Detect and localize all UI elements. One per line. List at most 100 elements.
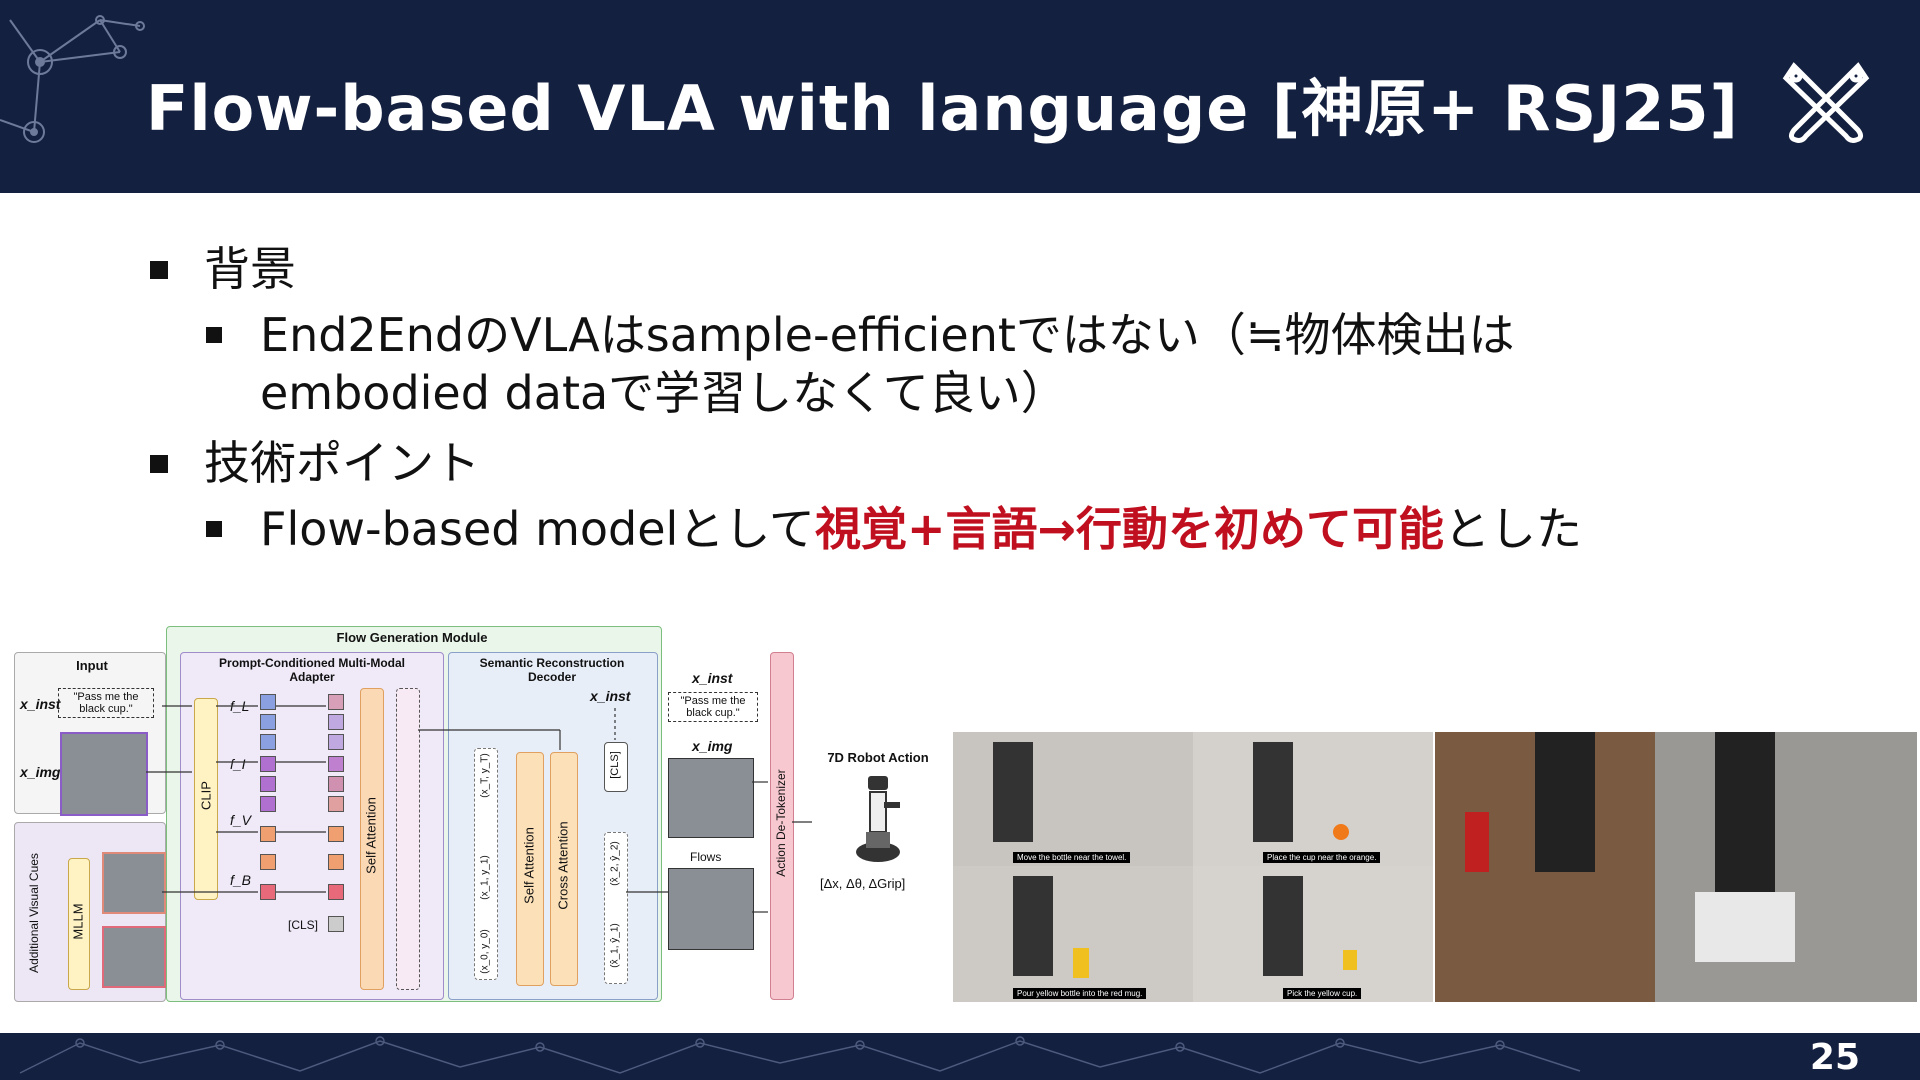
demo-photo-2: Place the cup near the orange. — [1193, 732, 1433, 866]
mllm-label: MLLM — [70, 903, 86, 940]
bullet-marker-icon — [206, 521, 222, 537]
decoder-self-attention-label: Self Attention — [521, 827, 537, 904]
robot-action-label: 7D Robot Action — [827, 750, 929, 765]
token-x2y2: (x̂_2, ŷ_2) — [609, 841, 621, 886]
basket-shape — [1695, 892, 1795, 962]
f-l-label: f_L — [230, 698, 250, 714]
token-x0y0: (x_0, y_0) — [479, 929, 491, 974]
robot-shape — [993, 742, 1033, 842]
demo-caption-2: Place the cup near the orange. — [1263, 852, 1381, 863]
token-cell — [328, 854, 344, 870]
mllm-block — [68, 858, 90, 990]
decoder-self-attention — [516, 752, 544, 986]
sub-bullet-background-line1: End2EndのVLAはsample-efficientではない（≒物体検出は — [260, 308, 1515, 362]
bullet-background: 背景 — [204, 242, 296, 296]
robot-demo-photos: Move the bottle near the towel. Place th… — [953, 732, 1917, 1002]
yellow-bottle — [1073, 948, 1089, 978]
token-cell — [328, 796, 344, 812]
bullet-technical-points: 技術ポイント — [204, 436, 480, 490]
right-input-image — [668, 758, 754, 838]
f-i-label: f_I — [230, 756, 246, 772]
point-text-highlight: 視覚+言語→行動を初めて可能 — [814, 502, 1445, 556]
orange-object — [1333, 824, 1349, 840]
decoder-cross-attention-label: Cross Attention — [555, 821, 571, 910]
slide-header: Flow-based VLA with language [神原+ RSJ25] — [0, 0, 1920, 193]
instruction-text: "Pass me the black cup." — [58, 688, 154, 718]
right-instruction-text: "Pass me the black cup." — [668, 692, 758, 722]
adapter-output-tokens — [396, 688, 420, 990]
robot-shape — [1013, 876, 1053, 976]
token-cell — [328, 734, 344, 750]
action-de-tokenizer — [770, 652, 794, 1000]
network-decoration-icon — [19, 1036, 1581, 1074]
slide-title: Flow-based VLA with language [神原+ RSJ25] — [146, 72, 1739, 145]
token-cell — [328, 714, 344, 730]
clip-block — [194, 698, 218, 900]
token-cell — [328, 694, 344, 710]
point-text-pre: Flow-based modelとして — [260, 502, 815, 556]
flows-image — [668, 868, 754, 950]
token-cell — [328, 756, 344, 772]
robot-shape — [1253, 742, 1293, 842]
token-cell — [260, 884, 276, 900]
yellow-cup — [1343, 950, 1357, 970]
demo-caption-4: Pick the yellow cup. — [1283, 988, 1362, 999]
slide-footer: 25 — [0, 1033, 1920, 1080]
sub-bullet-technical-point: Flow-based modelとして視覚+言語→行動を初めて可能とした — [260, 493, 1582, 559]
decoder-cls-token — [604, 742, 628, 792]
f-b-label: f_B — [230, 872, 252, 888]
token-cell — [328, 826, 344, 842]
self-attention-label: Self Attention — [363, 797, 379, 874]
action-variables: [Δx, Δθ, ΔGrip] — [820, 876, 906, 891]
input-trajectory-tokens — [474, 748, 498, 980]
robot-shape — [1263, 876, 1303, 976]
token-cell — [260, 694, 276, 710]
demo-caption-3: Pour yellow bottle into the red mug. — [1013, 988, 1147, 999]
right-x-inst-label: x_inst — [692, 670, 733, 686]
bullet-marker-icon — [206, 327, 222, 343]
input-image — [60, 732, 148, 816]
flows-label: Flows — [690, 850, 722, 864]
crossed-tools-logo-icon — [1782, 62, 1870, 143]
demo-photo-3: Pour yellow bottle into the red mug. — [953, 866, 1193, 1002]
architecture-figure: Flow Generation Module Input x_inst "Pas… — [12, 622, 952, 1008]
token-cell — [260, 776, 276, 792]
token-x1y1-hat: (x̂_1, ŷ_1) — [609, 923, 621, 968]
token-cell — [260, 826, 276, 842]
demo-caption-1: Move the bottle near the towel. — [1013, 852, 1131, 863]
x-inst-label: x_inst — [20, 696, 61, 712]
token-cell — [328, 884, 344, 900]
demo-photo-1: Move the bottle near the towel. — [953, 732, 1193, 866]
sub-bullet-background-line2: embodied dataで学習しなくて良い） — [260, 366, 1067, 420]
token-cell — [328, 776, 344, 792]
demo-photo-5 — [1435, 732, 1655, 1002]
cue-image-2 — [102, 926, 166, 988]
slide-body: 背景 End2EndのVLAはsample-efficientではない（≒物体検… — [0, 193, 1920, 1033]
token-x1y1: (x_1, y_1) — [479, 855, 491, 900]
self-attention-block — [360, 688, 384, 990]
cue-image-1 — [102, 852, 166, 914]
action-de-tokenizer-label: Action De-Tokenizer — [774, 769, 788, 877]
page-number: 25 — [1809, 1037, 1860, 1078]
bullet-marker-icon — [150, 261, 168, 279]
token-xtyt: (x_T, y_T) — [479, 753, 491, 798]
demo-photo-6 — [1655, 732, 1917, 1002]
right-x-img-label: x_img — [692, 738, 733, 754]
robot-icon — [856, 776, 900, 862]
token-cell — [260, 796, 276, 812]
clip-label: CLIP — [198, 781, 214, 810]
token-cell — [260, 714, 276, 730]
robot-arm-shape — [1715, 732, 1775, 892]
token-cell — [260, 734, 276, 750]
red-bottle — [1465, 812, 1489, 872]
cls-cell — [328, 916, 344, 932]
adapter-label: Prompt-Conditioned Multi-Modal Adapter — [219, 656, 405, 684]
token-cell — [260, 854, 276, 870]
cls-label: [CLS] — [288, 918, 319, 932]
decoder-cls-label: [CLS] — [609, 751, 621, 779]
decoder-cross-attention — [550, 752, 578, 986]
network-decoration-icon — [0, 15, 145, 143]
output-trajectory-tokens — [604, 832, 628, 984]
decoder-label: Semantic Reconstruction Decoder — [479, 656, 625, 684]
demo-photo-4: Pick the yellow cup. — [1193, 866, 1433, 1002]
